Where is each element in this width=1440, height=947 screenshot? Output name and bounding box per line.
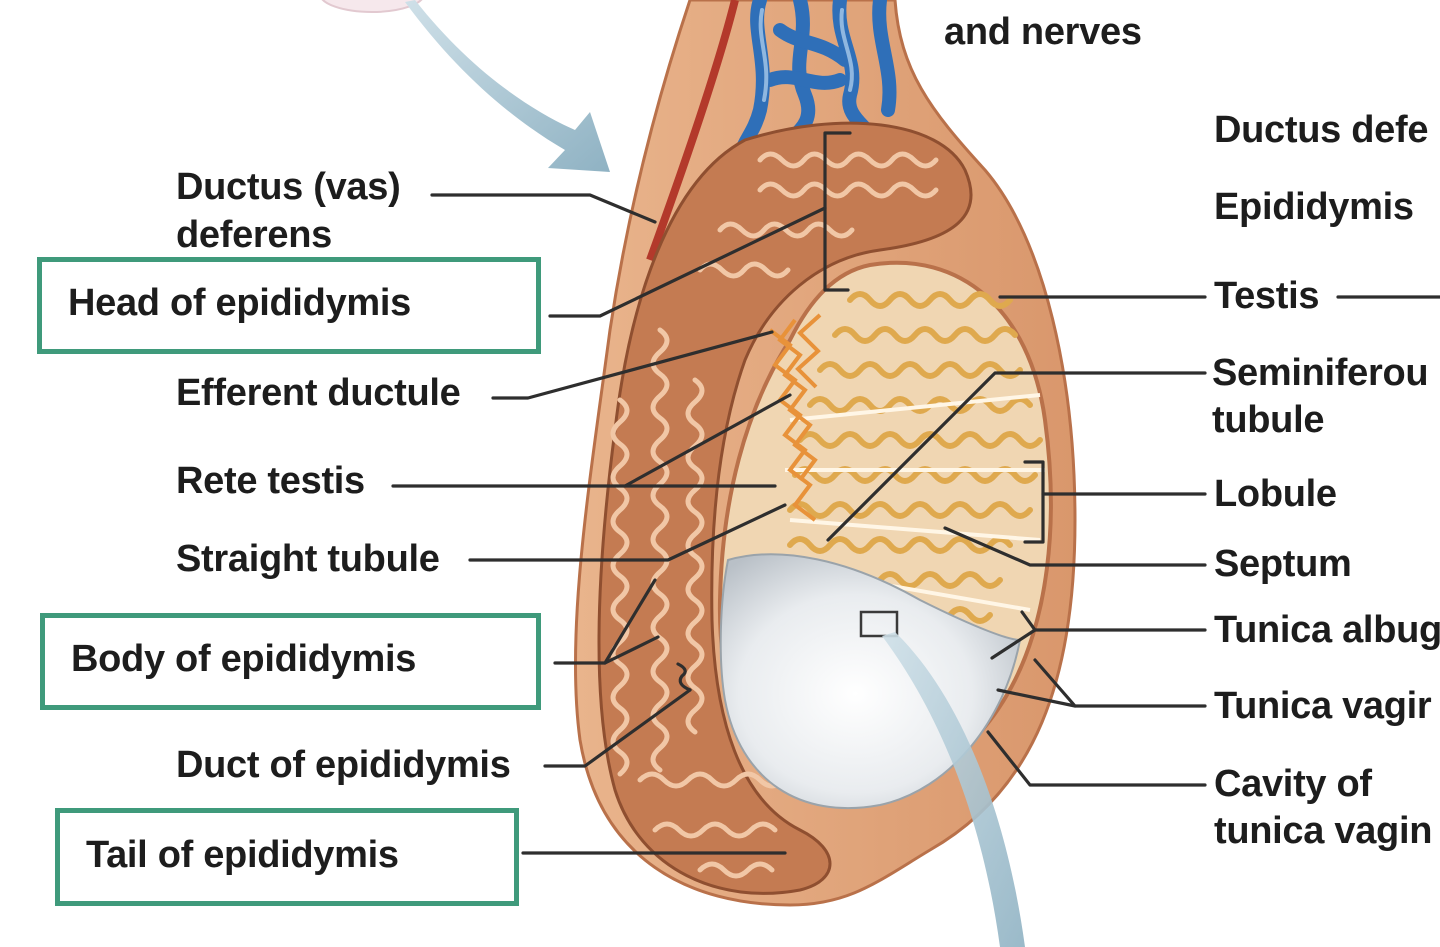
label-tubule: tubule (1212, 399, 1325, 441)
label-testis: Testis (1214, 275, 1320, 317)
label-epididymis: Epididymis (1214, 186, 1414, 228)
cord-vessel-red (646, 0, 739, 262)
label-tunica-vagin: tunica vagin (1214, 810, 1433, 852)
label-septum: Septum (1214, 543, 1352, 585)
rete-testis-mesh (768, 313, 822, 522)
label-efferent-ductule: Efferent ductule (176, 372, 461, 414)
box-head-of-epididymis: Head of epididymis (37, 257, 541, 354)
label-body-of-epididymis: Body of epididymis (71, 638, 417, 680)
label-head-of-epididymis: Head of epididymis (68, 282, 412, 324)
box-body-of-epididymis: Body of epididymis (40, 613, 541, 710)
pointer-arrow-lower (882, 632, 1025, 947)
leader-lines (391, 131, 1440, 855)
label-tunica-albug: Tunica albug (1214, 609, 1440, 651)
label-cavity-of: Cavity of (1214, 763, 1372, 805)
label-tunica-vagir: Tunica vagir (1214, 685, 1432, 727)
label-seminiferou: Seminiferou (1212, 352, 1429, 394)
septa (785, 393, 1045, 612)
label-ductus-defe: Ductus defe (1214, 109, 1429, 151)
label-tail-of-epididymis: Tail of epididymis (86, 834, 399, 876)
epididymis-band (597, 121, 973, 895)
label-duct-of-epididymis: Duct of epididymis (176, 744, 511, 786)
box-tail-of-epididymis: Tail of epididymis (55, 808, 519, 906)
label-and-nerves: and nerves (944, 11, 1142, 53)
magnification-marker (859, 610, 899, 638)
pointer-arrow-upper (405, 0, 610, 172)
label-rete-testis: Rete testis (176, 460, 365, 502)
cropped-circle (321, 0, 423, 13)
label-deferens: deferens (176, 214, 333, 256)
label-straight-tubule: Straight tubule (176, 538, 440, 580)
label-lobule: Lobule (1214, 473, 1337, 515)
label-ductus-vas: Ductus (vas) (176, 166, 401, 208)
epididymis-coils (610, 151, 939, 879)
